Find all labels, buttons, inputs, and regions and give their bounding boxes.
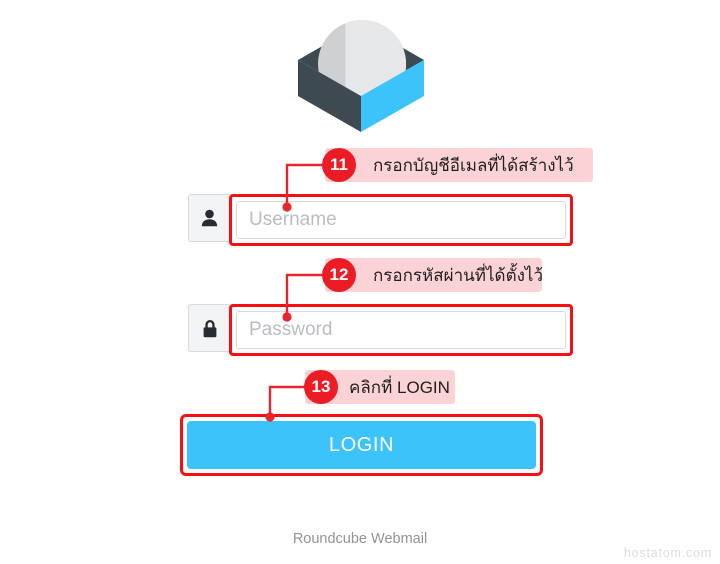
annotation-12-text: กรอกรหัสผ่านที่ได้ตั้งไว้ xyxy=(373,265,543,285)
roundcube-logo xyxy=(296,14,426,140)
annotation-13-connector xyxy=(265,382,311,422)
hostatom-watermark: hostatom.com xyxy=(623,546,712,560)
password-highlight-box xyxy=(229,304,573,356)
annotation-12-label: กรอกรหัสผ่านที่ได้ตั้งไว้ xyxy=(325,258,543,292)
user-icon xyxy=(201,209,218,227)
annotation-13-text: คลิกที่ LOGIN xyxy=(349,377,450,397)
username-field-row xyxy=(188,194,573,246)
user-icon-box xyxy=(188,194,230,242)
product-footer-label: Roundcube Webmail xyxy=(292,531,428,547)
annotation-11-text: กรอกบัญชีอีเมลที่ได้สร้างไว้ xyxy=(373,155,574,175)
annotation-11-label: กรอกบัญชีอีเมลที่ได้สร้างไว้ xyxy=(325,148,593,182)
username-highlight-box xyxy=(229,194,573,246)
login-highlight-box: LOGIN xyxy=(180,414,543,476)
login-button[interactable]: LOGIN xyxy=(187,421,536,469)
annotation-12-badge: 12 xyxy=(322,258,356,292)
lock-icon-box xyxy=(188,304,230,352)
annotation-11-badge: 11 xyxy=(322,148,356,182)
lock-icon xyxy=(202,319,218,338)
annotation-13-badge: 13 xyxy=(304,370,338,404)
password-field-row xyxy=(188,304,573,356)
